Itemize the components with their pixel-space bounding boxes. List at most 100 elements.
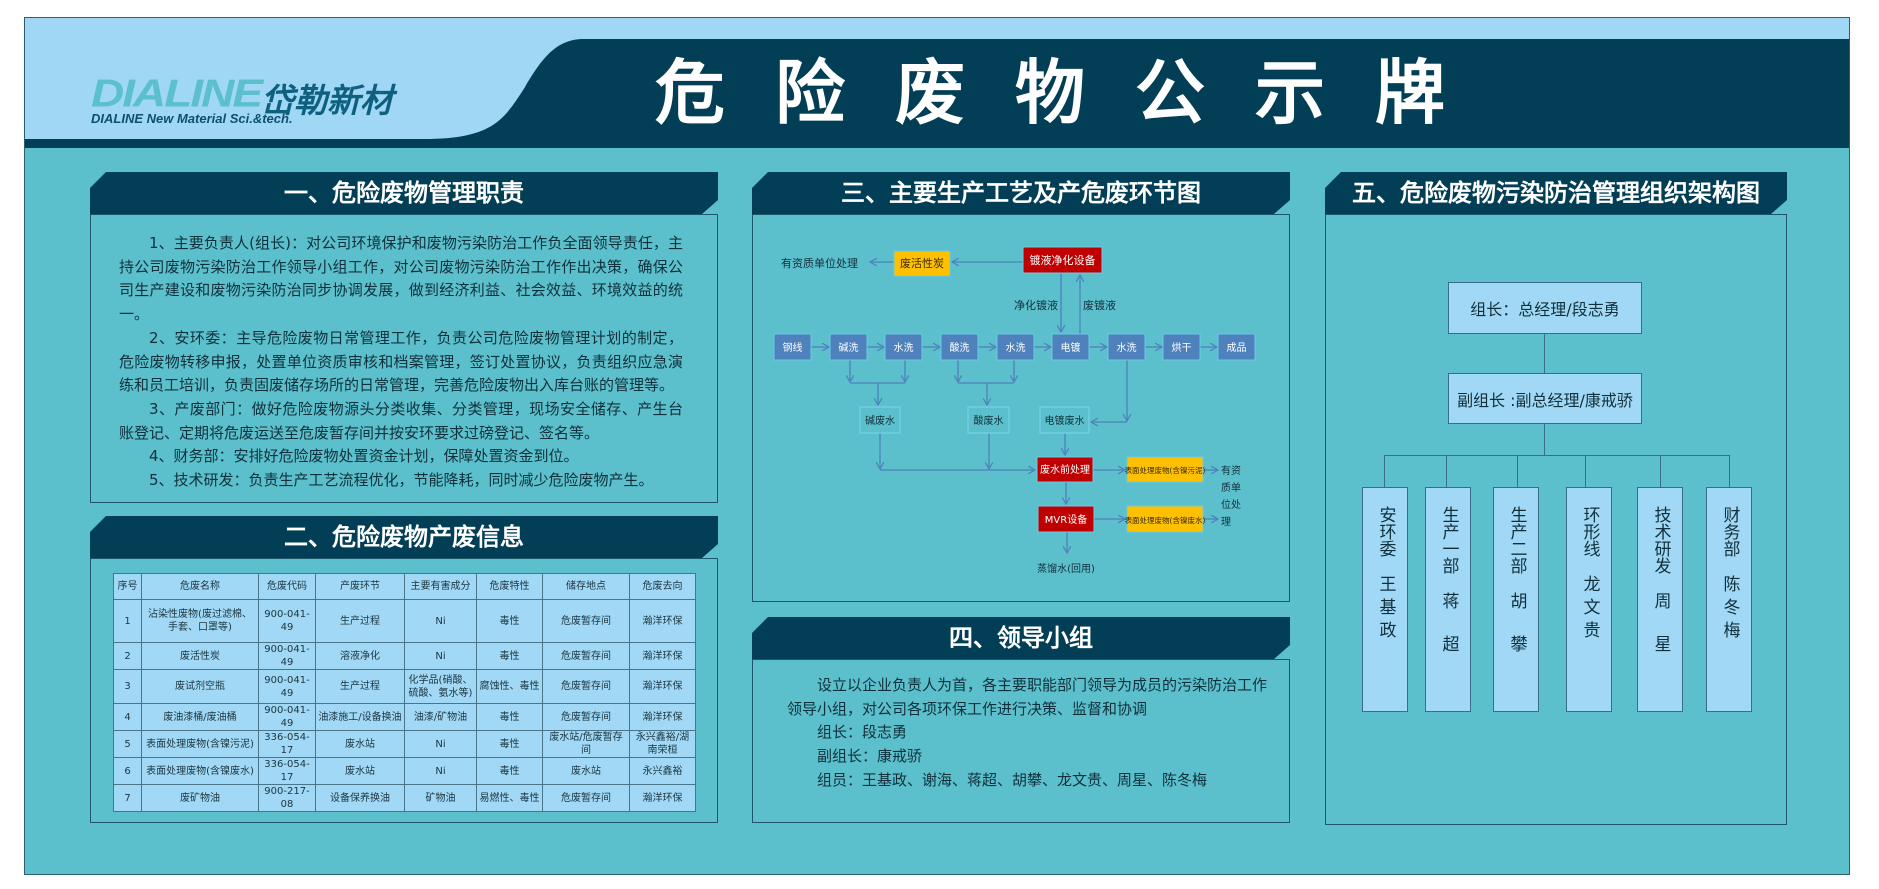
table-cell: 危废暂存间 [542, 784, 630, 812]
process-step-label: 电镀 [1061, 341, 1081, 354]
sludge-label: 表面处理废物(含镍污泥) [1125, 465, 1206, 475]
department-person: 陈冬梅 [1719, 575, 1740, 644]
waste-info-table: 序号 危废名称 危废代码 产废环节 主要有害成分 危废特性 储存地点 危废去向 … [113, 573, 696, 812]
table-cell: 6 [113, 757, 142, 785]
distilled-water-label: 蒸馏水(回用) [1037, 562, 1095, 575]
table-cell: 瀚洋环保 [629, 669, 696, 704]
activated-carbon-label: 废活性炭 [900, 256, 944, 270]
process-step-label: 水洗 [1117, 342, 1137, 354]
department-person: 胡攀 [1506, 592, 1527, 678]
table-cell: 油漆/矿物油 [404, 703, 477, 731]
activated-carbon-node [893, 250, 951, 277]
table-cell: Ni [404, 757, 477, 785]
purifier-node [1022, 246, 1103, 274]
table-cell: 油漆施工/设备换油 [315, 703, 405, 731]
table-cell: 废水站 [315, 730, 405, 758]
section2-title: 二、危险废物产废信息 [90, 516, 718, 558]
logo-text-en: DIALINE [91, 70, 263, 116]
page-title: 危险废物公示牌 [655, 52, 1495, 134]
org-connector [1729, 455, 1730, 487]
table-cell: 2 [113, 642, 142, 670]
org-connector [1660, 455, 1661, 487]
department-name: 技术研发 [1650, 506, 1671, 574]
table-cell: 危废暂存间 [542, 599, 630, 643]
process-step-node [1162, 333, 1201, 361]
leadership-intro: 设立以企业负责人为首，各主要职能部门领导为成员的污染防治工作领导小组，对公司各项… [787, 676, 1268, 718]
table-cell: 336-054-17 [258, 757, 316, 785]
table-cell: Ni [404, 730, 477, 758]
waste-plating-liquid-label: 废镀液 [1083, 298, 1116, 312]
column-header: 主要有害成分 [404, 573, 477, 600]
process-step-node [1051, 333, 1090, 361]
table-cell: 4 [113, 703, 142, 731]
column-header: 危废去向 [629, 573, 696, 600]
table-cell: Ni [404, 599, 477, 643]
org-deputy: 副组长 :副总经理/康戒骄 [1448, 373, 1642, 424]
plating-wastewater-node [1039, 406, 1090, 434]
process-step-label: 烘干 [1172, 342, 1192, 354]
department-person: 蒋超 [1438, 592, 1459, 678]
org-connector [1544, 424, 1545, 455]
process-step-label: 水洗 [1006, 342, 1026, 354]
process-step-node [884, 333, 923, 361]
duty-paragraph: 4、财务部：安排好危险废物处置资金计划，保障处置资金到位。 [149, 447, 579, 466]
process-step-label: 碱洗 [839, 342, 859, 354]
process-step-label: 酸洗 [950, 341, 970, 354]
qualified-disposal-vertical: 质单 [1221, 482, 1241, 494]
org-department: 生产二部胡攀 [1493, 487, 1539, 712]
duty-paragraph: 2、安环委：主导危险废物日常管理工作，负责公司危险废物管理计划的制定，危险废物转… [119, 328, 683, 395]
table-cell: 设备保养换油 [315, 784, 405, 812]
section4-leadership: 设立以企业负责人为首，各主要职能部门领导为成员的污染防治工作领导小组，对公司各项… [752, 659, 1290, 823]
table-cell: 矿物油 [404, 784, 477, 812]
mvr-node [1037, 505, 1095, 533]
table-cell: 废油漆桶/废油桶 [141, 703, 259, 731]
table-cell: 废活性炭 [141, 642, 259, 670]
table-cell: 900-217-08 [258, 784, 316, 812]
table-cell: 瀚洋环保 [629, 599, 696, 643]
table-cell: 表面处理废物(含镍废水) [141, 757, 259, 785]
org-department: 生产一部蒋超 [1425, 487, 1471, 712]
table-cell: 危废暂存间 [542, 703, 630, 731]
org-connector [1585, 455, 1586, 487]
table-cell: 永兴鑫裕/湖南荣桓 [629, 730, 696, 758]
process-step-label: 水洗 [894, 342, 914, 354]
table-cell: 废水站 [315, 757, 405, 785]
department-name: 财务部 [1719, 506, 1740, 557]
acid-wastewater-node [967, 406, 1010, 434]
acid-wastewater-label: 酸废水 [974, 414, 1004, 427]
table-cell: 易燃性、毒性 [476, 784, 543, 812]
table-cell: 表面处理废物(含镍污泥) [141, 730, 259, 758]
header-band [25, 18, 1849, 148]
logo-subtitle: DIALINE New Material Sci.&tech. [91, 111, 293, 126]
duty-paragraph: 1、主要负责人(组长)：对公司环境保护和废物污染防治工作负全面领导责任，主持公司… [119, 234, 683, 324]
mvr-label: MVR设备 [1045, 513, 1087, 526]
org-connector [1544, 334, 1545, 373]
section3-title: 三、主要生产工艺及产危废环节图 [752, 172, 1290, 214]
section1-title: 一、危险废物管理职责 [90, 172, 718, 214]
table-cell: 废水站/危废暂存间 [542, 730, 630, 758]
org-connector [1517, 455, 1518, 487]
table-cell: 3 [113, 669, 142, 704]
plating-wastewater-label: 电镀废水 [1045, 414, 1085, 427]
section5-title: 五、危险废物污染防治管理组织架构图 [1325, 172, 1787, 214]
leadership-deputy: 副组长：康戒骄 [817, 747, 923, 766]
process-step-node [1217, 333, 1256, 361]
table-cell: 化学品(硝酸、硫酸、氨水等) [404, 669, 477, 704]
department-name: 安环委 [1375, 506, 1396, 557]
org-department: 技术研发周星 [1637, 487, 1683, 712]
org-connector [1446, 455, 1447, 487]
column-header: 产废环节 [315, 573, 405, 600]
process-step-label: 钢线 [783, 341, 803, 354]
table-cell: 溶液净化 [315, 642, 405, 670]
company-logo: DIALINE岱勒新材 [91, 70, 393, 124]
table-cell: Ni [404, 642, 477, 670]
leadership-leader: 组长：段志勇 [817, 723, 908, 742]
department-person: 王基政 [1375, 575, 1396, 644]
pretreatment-node [1036, 456, 1094, 483]
org-connector [1384, 455, 1385, 487]
